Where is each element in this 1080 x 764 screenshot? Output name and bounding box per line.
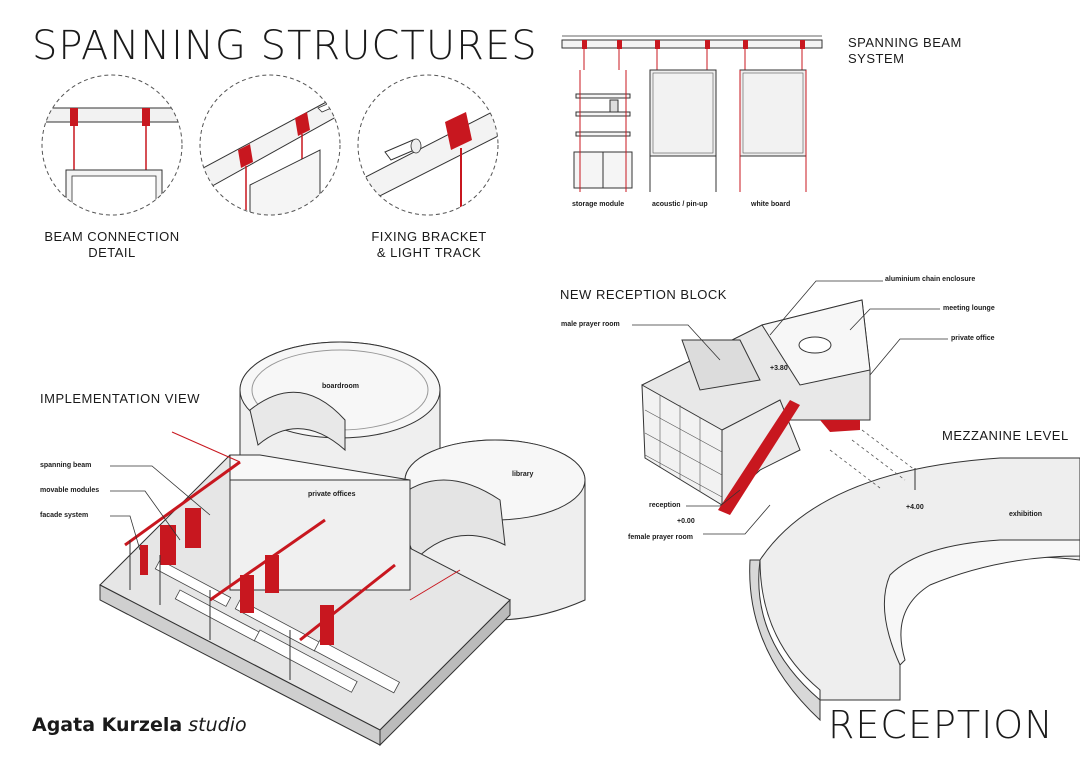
beam-perspective-detail: [199, 74, 341, 216]
callout-private-office: private office: [951, 335, 995, 342]
callout-spanning-beam: spanning beam: [40, 462, 92, 469]
level-label-ground: +0.00: [677, 518, 695, 525]
module-label-acoustic: acoustic / pin-up: [652, 201, 708, 208]
implementation-leaders: [110, 465, 211, 551]
callout-facade-system: facade system: [40, 512, 89, 519]
callout-reception: reception: [649, 502, 681, 509]
caption-line: & LIGHT TRACK: [376, 244, 482, 260]
implementation-title: IMPLEMENTATION VIEW: [40, 391, 200, 406]
implementation-isometric: [99, 341, 586, 747]
module-label-storage: storage module: [572, 201, 625, 208]
reception-block-isometric: [641, 299, 871, 515]
reception-block-title: NEW RECEPTION BLOCK: [560, 287, 727, 302]
beam-connection-detail: [41, 74, 183, 216]
footer-title: RECEPTION: [828, 703, 1054, 747]
mezzanine-exhibition-label: exhibition: [1009, 511, 1043, 518]
brand-name: Agata Kurzela: [32, 714, 183, 736]
caption-line: FIXING BRACKET: [371, 229, 487, 244]
brand-suffix: studio: [188, 714, 247, 736]
page-title: SPANNING STRUCTURES: [32, 23, 538, 69]
room-label-library: library: [512, 471, 534, 478]
room-label-private-offices: private offices: [308, 491, 356, 498]
reception-leaders: [632, 280, 948, 535]
module-label-whiteboard: white board: [751, 201, 791, 208]
mezzanine-projection: [829, 429, 916, 489]
caption-line: DETAIL: [88, 244, 136, 260]
beam-system-elevation: [561, 35, 823, 192]
mezzanine-level-label: +4.00: [906, 504, 924, 511]
mezzanine-ring: [749, 457, 1080, 722]
caption-line: BEAM CONNECTION: [44, 229, 180, 244]
callout-meeting-lounge: meeting lounge: [943, 305, 995, 312]
callout-aluminium-chain: aluminium chain enclosure: [885, 276, 976, 283]
studio-brand: Agata Kurzela studio: [32, 716, 247, 735]
title-line: SPANNING BEAM: [848, 35, 962, 50]
beam-connection-caption: BEAM CONNECTION DETAIL: [28, 229, 196, 260]
title-line: SYSTEM: [848, 50, 905, 66]
fixing-bracket-caption: FIXING BRACKET & LIGHT TRACK: [345, 229, 513, 260]
callout-female-prayer-room: female prayer room: [628, 534, 693, 541]
level-label-upper: +3.80: [770, 365, 788, 372]
callout-male-prayer-room: male prayer room: [561, 321, 620, 328]
room-label-boardroom: boardroom: [322, 383, 359, 390]
beam-system-title: SPANNING BEAM SYSTEM: [848, 35, 962, 66]
mezzanine-title: MEZZANINE LEVEL: [942, 428, 1069, 443]
callout-movable-modules: movable modules: [40, 487, 100, 494]
fixing-bracket-detail: [357, 74, 499, 216]
